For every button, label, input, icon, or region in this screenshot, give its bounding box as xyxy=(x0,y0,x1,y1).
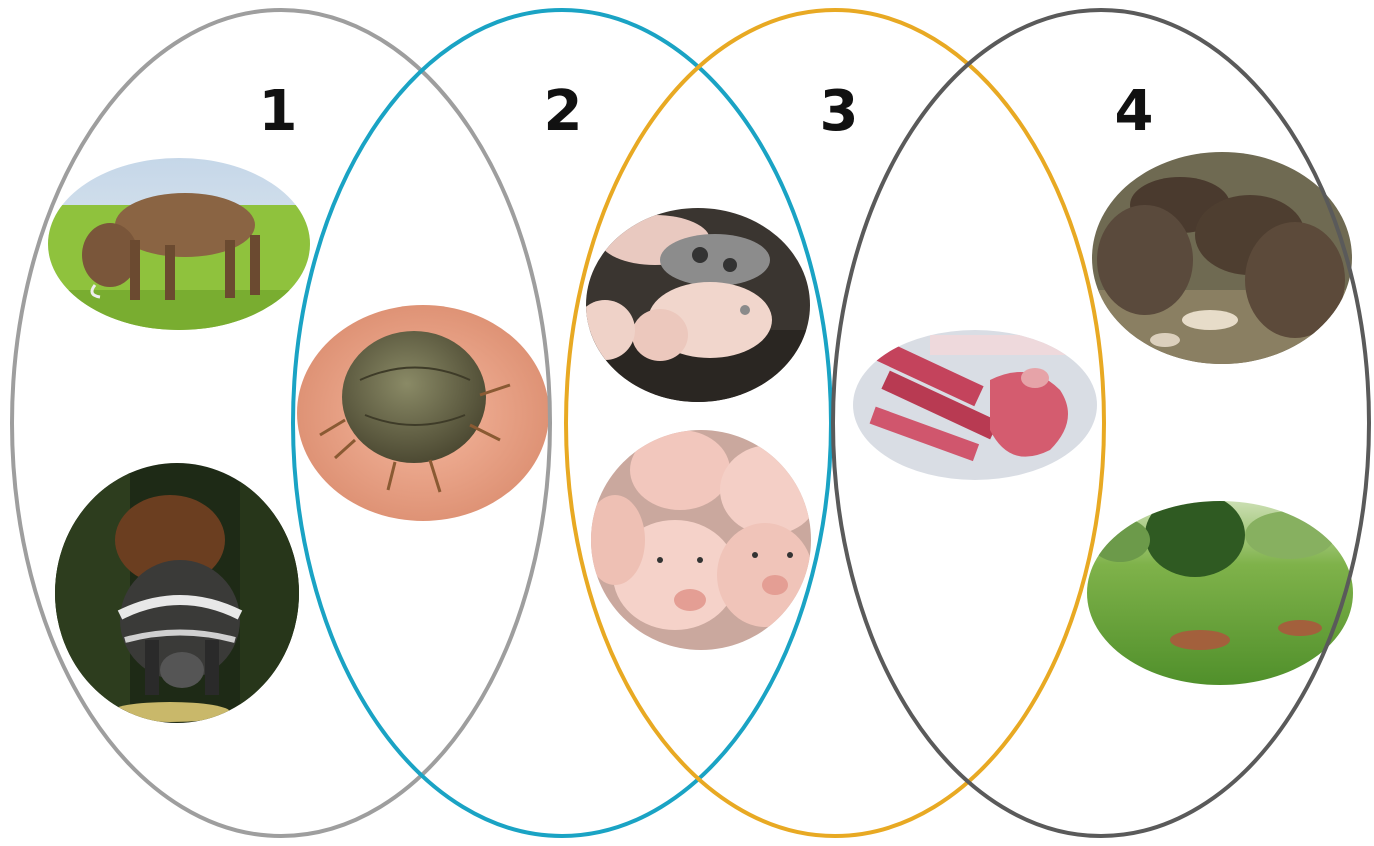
label-2: 2 xyxy=(544,79,583,144)
outdoor-pigs-photo xyxy=(575,205,815,405)
green-field-photo xyxy=(1085,493,1355,688)
label-1: 1 xyxy=(259,79,298,144)
piglets-photo xyxy=(585,428,820,653)
wild-boars-photo xyxy=(1090,150,1355,365)
bushpig-photo xyxy=(50,460,310,730)
label-3: 3 xyxy=(820,79,859,144)
warthog-photo xyxy=(40,150,320,345)
pork-meat-photo xyxy=(850,328,1100,483)
label-4: 4 xyxy=(1115,79,1154,144)
tick-photo xyxy=(295,303,551,523)
